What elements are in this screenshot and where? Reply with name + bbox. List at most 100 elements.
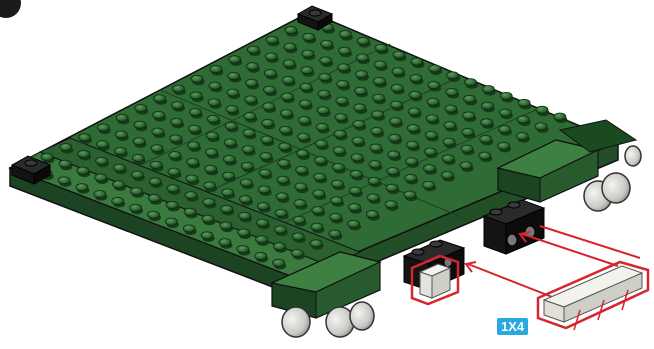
stud xyxy=(261,136,273,143)
stud xyxy=(298,116,310,123)
stud xyxy=(386,184,398,191)
stud xyxy=(76,184,88,191)
stud xyxy=(237,245,249,252)
stud xyxy=(334,130,346,137)
stud xyxy=(348,220,360,227)
stud xyxy=(114,147,126,154)
stud xyxy=(296,166,308,173)
stud xyxy=(255,252,267,259)
stud xyxy=(406,141,418,148)
stud xyxy=(425,131,437,138)
stud xyxy=(274,226,286,233)
stud xyxy=(354,104,366,111)
stud xyxy=(388,151,400,158)
stud xyxy=(311,223,323,230)
stud xyxy=(60,143,72,150)
stud xyxy=(500,92,512,99)
stud xyxy=(385,201,397,208)
stud xyxy=(310,240,322,247)
stud xyxy=(154,95,166,102)
stud xyxy=(205,149,217,156)
stud xyxy=(481,119,493,126)
stud xyxy=(312,206,324,213)
stud xyxy=(442,155,454,162)
stud xyxy=(209,82,221,89)
stud xyxy=(238,229,250,236)
stud xyxy=(331,197,343,204)
stud xyxy=(426,115,438,122)
stud xyxy=(338,64,350,71)
stud xyxy=(204,182,216,189)
stud xyxy=(227,89,239,96)
stud xyxy=(166,201,178,208)
stud xyxy=(313,190,325,197)
stud xyxy=(410,75,422,82)
stud xyxy=(263,86,275,93)
stud xyxy=(191,75,203,82)
stud xyxy=(59,160,71,167)
stud xyxy=(210,65,222,72)
stud xyxy=(339,30,351,37)
stud xyxy=(221,205,233,212)
stud xyxy=(320,57,332,64)
stud xyxy=(135,104,147,111)
stud xyxy=(190,92,202,99)
stud xyxy=(374,61,386,68)
stud xyxy=(245,96,257,103)
stud xyxy=(202,215,214,222)
stud xyxy=(350,170,362,177)
stud xyxy=(301,67,313,74)
stud xyxy=(331,180,343,187)
stud xyxy=(152,128,164,135)
stud xyxy=(263,103,275,110)
stud xyxy=(480,135,492,142)
stud xyxy=(167,185,179,192)
stud xyxy=(409,91,421,98)
stud xyxy=(186,175,198,182)
stud xyxy=(479,152,491,159)
stud xyxy=(355,71,367,78)
stud xyxy=(315,140,327,147)
stud xyxy=(367,194,379,201)
stud xyxy=(188,125,200,132)
stud xyxy=(223,155,235,162)
stud xyxy=(222,172,234,179)
stud xyxy=(187,158,199,165)
stud xyxy=(366,210,378,217)
stud xyxy=(116,114,128,121)
stud xyxy=(165,218,177,225)
stud xyxy=(183,225,195,232)
stud xyxy=(446,88,458,95)
stud xyxy=(535,123,547,130)
stud xyxy=(273,259,285,266)
stud xyxy=(356,54,368,61)
stud xyxy=(97,124,109,131)
stud xyxy=(517,116,529,123)
stud xyxy=(171,118,183,125)
stud xyxy=(58,177,70,184)
stud xyxy=(224,139,236,146)
stud xyxy=(172,85,184,92)
loose-1x4-tile xyxy=(538,262,648,330)
stud xyxy=(370,144,382,151)
stud xyxy=(281,93,293,100)
stud xyxy=(352,137,364,144)
stud xyxy=(257,202,269,209)
stud xyxy=(336,97,348,104)
stud xyxy=(387,167,399,174)
stud xyxy=(368,177,380,184)
stud xyxy=(266,36,278,43)
stud xyxy=(411,58,423,65)
stud xyxy=(226,106,238,113)
stud xyxy=(229,56,241,63)
stud xyxy=(353,120,365,127)
stud xyxy=(299,100,311,107)
stud xyxy=(258,186,270,193)
stud xyxy=(314,157,326,164)
stud xyxy=(391,84,403,91)
stud xyxy=(151,145,163,152)
stud xyxy=(295,183,307,190)
stud xyxy=(256,219,268,226)
stud xyxy=(276,193,288,200)
stud xyxy=(357,37,369,44)
